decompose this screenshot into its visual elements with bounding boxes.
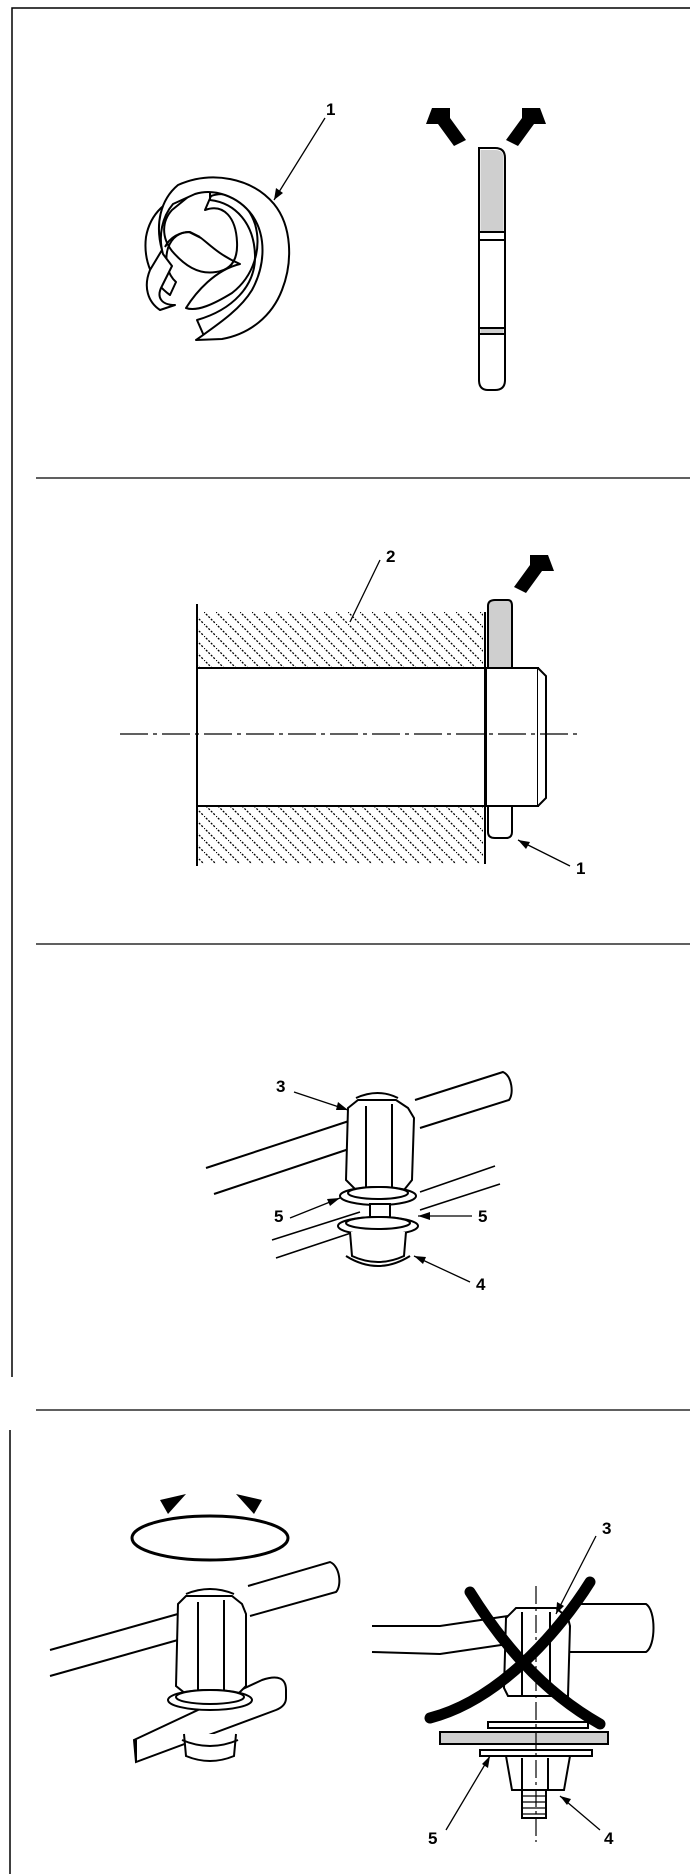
section-dividers <box>36 477 690 1411</box>
installed-clip <box>487 599 513 839</box>
panel-correct-tightening <box>49 1494 341 1764</box>
press-arrow-icon <box>426 108 546 146</box>
callout-3-leader <box>555 1535 597 1615</box>
callout-5-right-leader <box>418 1212 472 1220</box>
press-arrow-icon <box>514 555 554 593</box>
prohibited-x-icon <box>424 1576 606 1730</box>
lower-pipe <box>271 1165 501 1259</box>
callout-3-label: 3 <box>276 1077 285 1096</box>
clip-side-view <box>478 147 506 391</box>
callout-3-leader <box>293 1091 349 1111</box>
page-frame <box>9 7 690 1874</box>
callout-1-leader <box>273 117 326 201</box>
callout-5-leader <box>445 1755 491 1831</box>
hex-bolt <box>337 1092 419 1267</box>
callout-4-label: 4 <box>476 1275 486 1294</box>
panel-clip-installed: 2 1 <box>120 547 585 878</box>
shaft-end <box>485 667 547 807</box>
callout-5-right-label: 5 <box>478 1207 487 1226</box>
panel-incorrect-tightening: 3 5 4 <box>371 1519 655 1848</box>
housing-section <box>196 604 486 866</box>
callout-3-label: 3 <box>602 1519 611 1538</box>
pipe-right <box>371 1603 655 1656</box>
callout-4-leader <box>559 1795 601 1831</box>
pipe-left <box>49 1560 341 1677</box>
callout-5-left-label: 5 <box>274 1207 283 1226</box>
callout-5-left-leader <box>289 1197 341 1219</box>
upper-pipe <box>205 1070 513 1195</box>
hex-bolt <box>167 1588 253 1762</box>
panel-bolt-clamp: 3 5 5 4 <box>205 1070 513 1294</box>
rotation-arrowheads <box>160 1494 262 1514</box>
callout-5-label: 5 <box>428 1829 437 1848</box>
callout-2-label: 2 <box>386 547 395 566</box>
callout-4-label: 4 <box>604 1829 614 1848</box>
callout-1-label: 1 <box>326 100 335 119</box>
e-clip-ring <box>144 176 291 341</box>
panel-e-clip: 1 <box>144 100 546 391</box>
rotation-arrows-icon <box>130 1514 290 1562</box>
callout-1-label: 1 <box>576 859 585 878</box>
callout-4-leader <box>413 1255 471 1283</box>
callout-2-leader <box>349 559 381 623</box>
callout-1-leader <box>517 839 571 867</box>
